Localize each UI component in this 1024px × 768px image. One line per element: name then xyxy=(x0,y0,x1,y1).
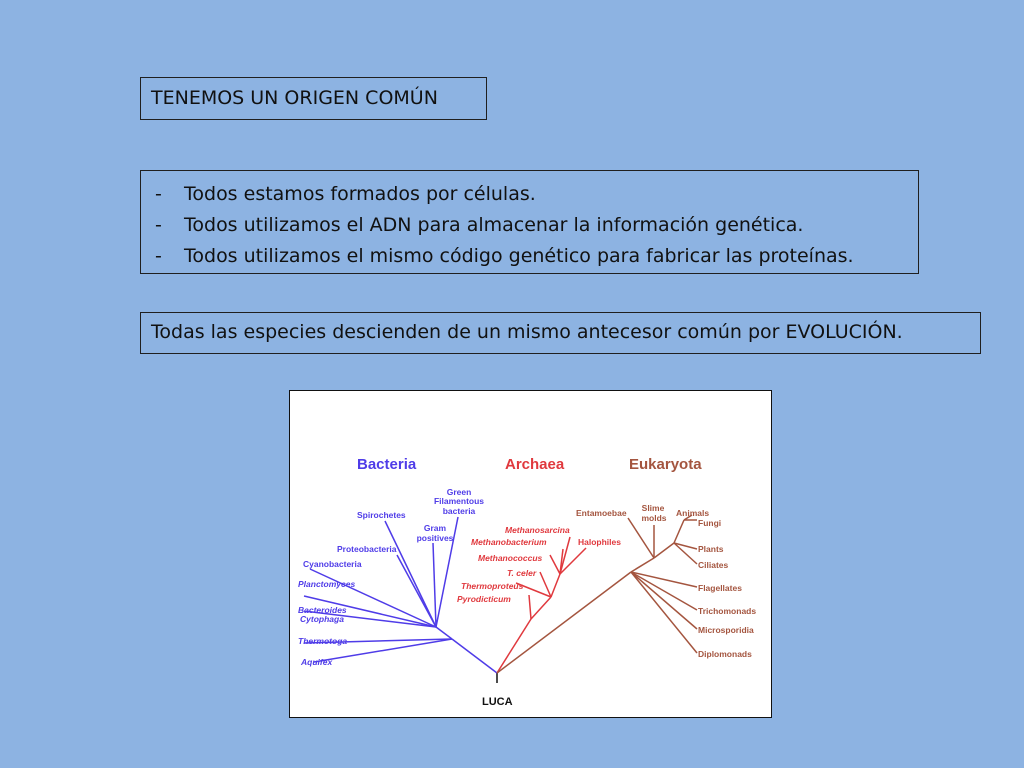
leaf-ciliates: Ciliates xyxy=(698,560,729,570)
archaea-branch xyxy=(496,618,532,674)
bacteria-branch xyxy=(303,595,437,628)
bacteria-branch xyxy=(309,568,437,628)
bacteria-branch xyxy=(313,638,453,663)
domain-label-bacteria: Bacteria xyxy=(357,456,417,473)
bullet-item: -Todos utilizamos el mismo código genéti… xyxy=(151,241,918,272)
leaf-spirochetes: Spirochetes xyxy=(357,510,406,520)
archaea-branch xyxy=(559,547,587,575)
leaf-green-filamentous-bacteria: Green xyxy=(447,487,472,497)
leaf-methanosarcina: Methanosarcina xyxy=(505,525,570,535)
leaf-thermoproteus: Thermoproteus xyxy=(461,581,524,591)
leaf-flagellates: Flagellates xyxy=(698,583,742,593)
bullet-text: Todos utilizamos el ADN para almacenar l… xyxy=(184,214,804,236)
leaf-gram-positives: Gram xyxy=(424,523,447,533)
eukaryota-branch xyxy=(630,571,698,654)
phylogenetic-tree-panel: Bacteria Archaea Eukaryota LUCA Green Fi… xyxy=(289,390,772,718)
leaf-proteobacteria: Proteobacteria xyxy=(337,544,397,554)
eukaryota-branch xyxy=(630,571,698,588)
leaf-slime-molds: molds xyxy=(641,513,666,523)
archaea-branch xyxy=(515,582,552,598)
leaf-green-filamentous-bacteria: Filamentous xyxy=(434,496,484,506)
eukaryota-branch xyxy=(630,571,698,630)
archaea-branch xyxy=(539,571,552,598)
bacteria-branch xyxy=(303,638,453,644)
domain-label-eukaryota: Eukaryota xyxy=(629,456,702,473)
leaf-entamoebae: Entamoebae xyxy=(576,508,627,518)
archaea-branch xyxy=(530,596,552,620)
leaf-bacteroides-cytophaga: Cytophaga xyxy=(300,614,344,624)
eukaryota-branch xyxy=(630,557,655,573)
bullet-list: -Todos estamos formados por células. -To… xyxy=(151,179,918,272)
leaf-slime-molds: Slime xyxy=(642,503,665,513)
leaf-fungi: Fungi xyxy=(698,518,721,528)
bullet-text: Todos estamos formados por células. xyxy=(184,183,536,205)
leaf-trichomonads: Trichomonads xyxy=(698,606,756,616)
bacteria-branch xyxy=(303,610,437,628)
leaf-animals: Animals xyxy=(676,508,709,518)
bullet-item: -Todos utilizamos el ADN para almacenar … xyxy=(151,210,918,241)
bacteria-branch xyxy=(451,638,498,674)
leaf-aquifex: Aquifex xyxy=(300,657,333,667)
bacteria-branch xyxy=(435,626,453,640)
archaea-branch xyxy=(559,536,571,575)
bullet-dash: - xyxy=(155,183,162,205)
leaf-planctomyces: Planctomyces xyxy=(298,579,355,589)
bullet-dash: - xyxy=(155,214,162,236)
leaf-gram-positives: positives xyxy=(417,533,454,543)
evolution-statement: Todas las especies descienden de un mism… xyxy=(151,321,903,343)
eukaryota-branch xyxy=(683,514,693,521)
eukaryota-branch xyxy=(630,571,698,611)
eukaryota-branch xyxy=(673,542,698,550)
eukaryota-branch xyxy=(496,571,632,674)
leaf-thermotoga: Thermotoga xyxy=(298,636,347,646)
bacteria-branch xyxy=(432,542,437,628)
tree-branches xyxy=(303,514,698,683)
eukaryota-branch xyxy=(627,517,655,559)
domain-label-archaea: Archaea xyxy=(505,456,565,473)
archaea-branch xyxy=(550,573,561,598)
eukaryota-branch xyxy=(673,542,698,565)
bullet-item: -Todos estamos formados por células. xyxy=(151,179,918,210)
leaf-halophiles: Halophiles xyxy=(578,537,621,547)
evolution-statement-box: Todas las especies descienden de un mism… xyxy=(140,312,981,354)
archaea-branch xyxy=(528,594,532,620)
phylogenetic-tree: Bacteria Archaea Eukaryota LUCA Green Fi… xyxy=(298,456,756,708)
leaf-methanobacterium: Methanobacterium xyxy=(471,537,547,547)
leaf-bacteroides-cytophaga: Bacteroides xyxy=(298,605,347,615)
leaf-diplomonads: Diplomonads xyxy=(698,649,752,659)
leaf-green-filamentous-bacteria: bacteria xyxy=(443,506,476,516)
slide-title: TENEMOS UN ORIGEN COMÚN xyxy=(151,87,438,109)
leaf-methanococcus: Methanococcus xyxy=(478,553,543,563)
slide-title-box: TENEMOS UN ORIGEN COMÚN xyxy=(140,77,487,120)
archaea-branch xyxy=(549,554,561,575)
leaf-microsporidia: Microsporidia xyxy=(698,625,754,635)
leaf-cyanobacteria: Cyanobacteria xyxy=(303,559,362,569)
bullet-dash: - xyxy=(155,245,162,267)
bacteria-branch xyxy=(384,520,437,628)
leaf-pyrodicticum: Pyrodicticum xyxy=(457,594,511,604)
leaf-t-celer: T. celer xyxy=(507,568,537,578)
leaf-plants: Plants xyxy=(698,544,724,554)
eukaryota-branch xyxy=(653,542,675,559)
bullet-list-box: -Todos estamos formados por células. -To… xyxy=(140,170,919,274)
bullet-text: Todos utilizamos el mismo código genétic… xyxy=(184,245,854,267)
bacteria-branch xyxy=(435,516,459,628)
root-label-luca: LUCA xyxy=(482,696,513,708)
eukaryota-branch xyxy=(673,519,685,544)
